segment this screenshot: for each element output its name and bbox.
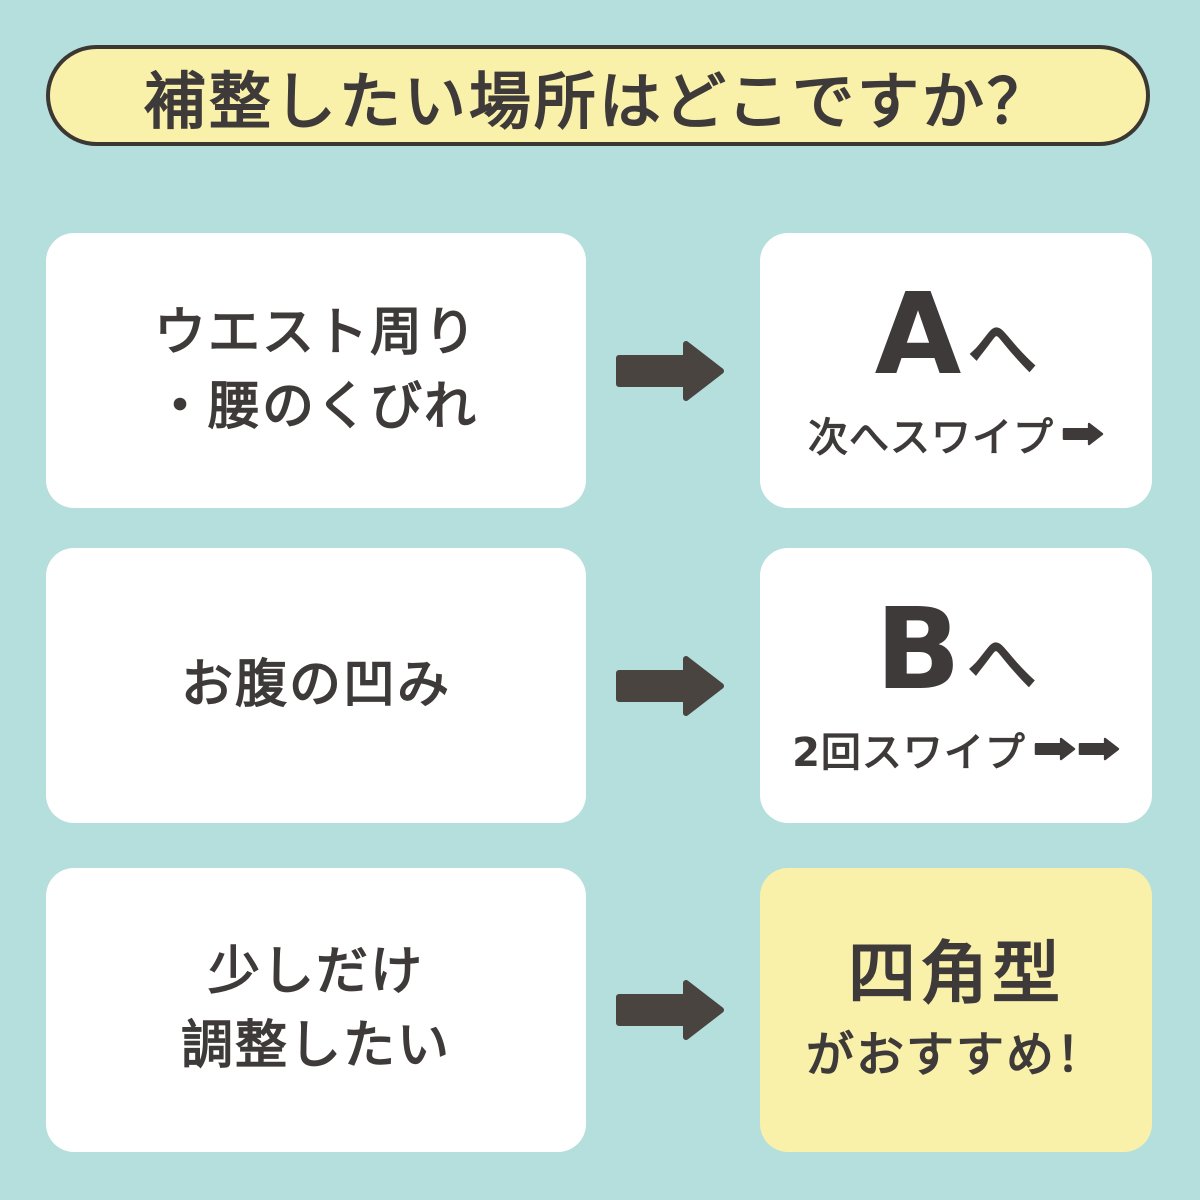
condition-line: ウエスト周り	[153, 302, 478, 363]
page-title: 補整したい場所はどこですか？	[143, 64, 1053, 138]
swipe-instruction-text: 2回スワイプ	[792, 729, 1026, 776]
condition-card-slight-adjust: 少しだけ 調整したい	[46, 868, 586, 1152]
result-letter: A	[874, 269, 962, 400]
row-belly: お腹の凹み B へ 2回スワイプ	[0, 548, 1200, 823]
result-instruction: 2回スワイプ	[792, 720, 1120, 778]
row-slight-adjust: 少しだけ 調整したい 四角型 がおすすめ！	[0, 868, 1200, 1152]
header-banner: 補整したい場所はどこですか？	[46, 45, 1150, 146]
arrow-right-icon	[614, 337, 726, 405]
condition-line: 少しだけ	[207, 942, 424, 1003]
result-card-a: A へ 次へスワイプ	[760, 233, 1152, 508]
condition-line: 調整したい	[180, 1016, 451, 1076]
result-letter: B	[875, 584, 961, 715]
condition-text: 少しだけ 調整したい	[181, 936, 451, 1084]
result-suffix: へ	[967, 307, 1038, 390]
swipe-arrow-icon	[1062, 421, 1104, 447]
swipe-arrow-icon	[1078, 736, 1120, 762]
condition-line: お腹の凹み	[180, 654, 451, 715]
result-instruction: 次へスワイプ	[808, 405, 1104, 463]
arrow-right-icon	[614, 652, 726, 720]
condition-card-waist: ウエスト周り ・腰のくびれ	[46, 233, 586, 508]
arrow-right-icon	[614, 976, 726, 1044]
condition-text: お腹の凹み	[181, 649, 451, 723]
swipe-instruction-text: 次へスワイプ	[808, 414, 1054, 461]
condition-card-belly: お腹の凹み	[46, 548, 586, 823]
swipe-arrow-icon	[1034, 736, 1076, 762]
recommended-shape-name: 四角型	[847, 935, 1064, 1014]
condition-text: ウエスト周り ・腰のくびれ	[154, 297, 478, 445]
result-main: A へ	[875, 279, 1038, 391]
result-card-square-type: 四角型 がおすすめ！	[760, 868, 1152, 1152]
result-main: B へ	[875, 594, 1036, 706]
condition-line: ・腰のくびれ	[153, 376, 478, 437]
result-card-b: B へ 2回スワイプ	[760, 548, 1152, 823]
recommendation-text: がおすすめ！	[805, 1027, 1106, 1083]
row-waist: ウエスト周り ・腰のくびれ A へ 次へスワイプ	[0, 233, 1200, 508]
result-suffix: へ	[966, 622, 1037, 705]
